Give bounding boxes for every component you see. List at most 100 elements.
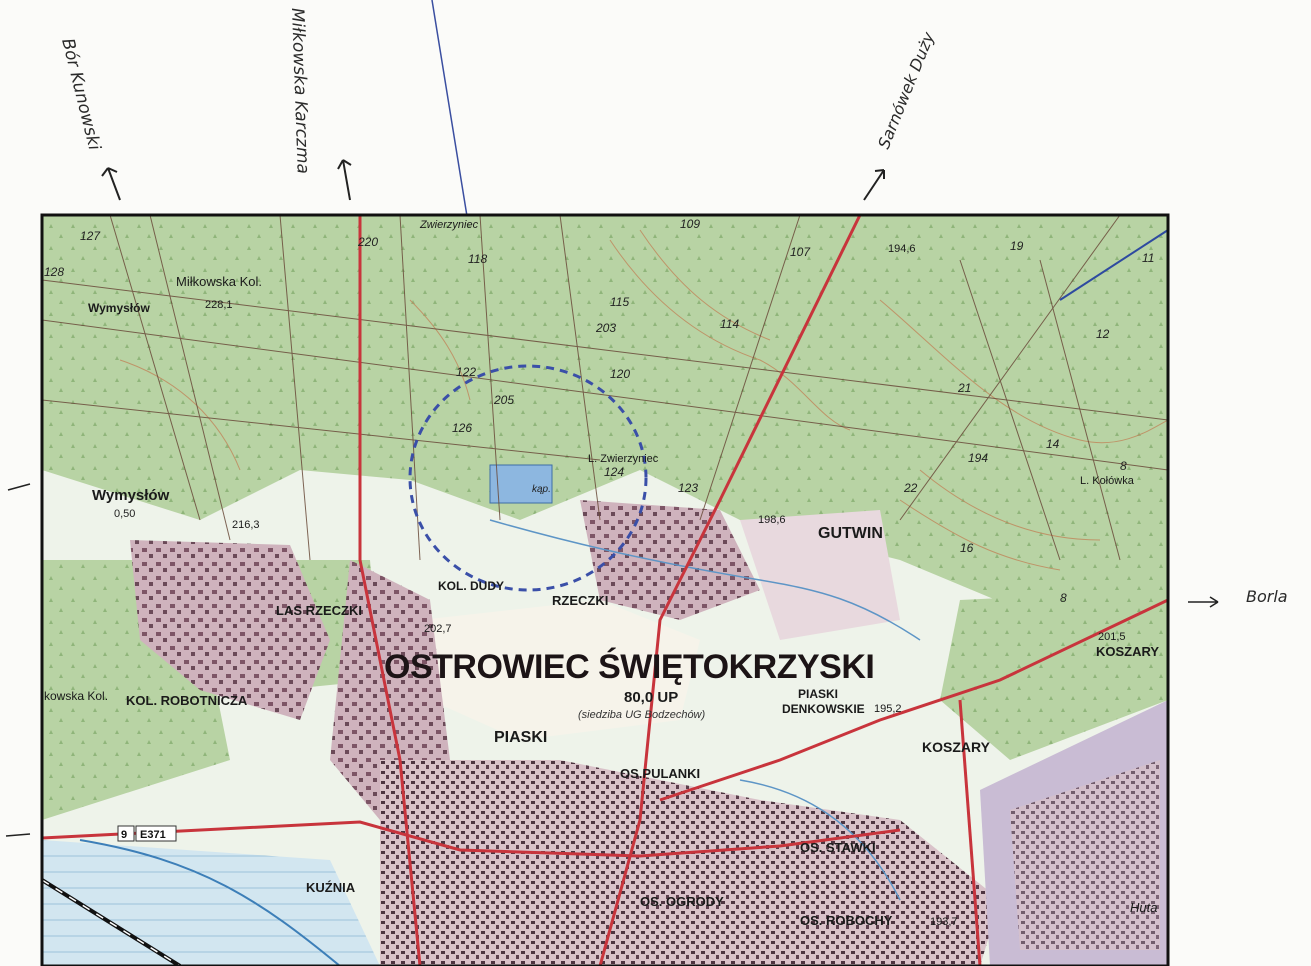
margin-label-borla: Borla bbox=[1246, 587, 1288, 606]
power-line bbox=[1059, 229, 1168, 301]
section-number: 120 bbox=[610, 367, 630, 381]
section-number: 8 bbox=[1120, 459, 1127, 473]
place-label: KOSZARY bbox=[1096, 644, 1159, 659]
place-label: kowska Kol. bbox=[44, 689, 108, 703]
section-number: 14 bbox=[1046, 437, 1060, 451]
margin-label-bor-kunowski: Bór Kunowski bbox=[57, 36, 104, 152]
section-number: 16 bbox=[960, 541, 974, 555]
place-label: KOSZARY bbox=[922, 739, 991, 755]
map-note: 0,50 bbox=[114, 508, 135, 520]
place-label: L. Kołówka bbox=[1080, 475, 1135, 487]
place-label: LAS RZECZKI bbox=[276, 603, 362, 618]
section-number: 128 bbox=[44, 265, 64, 279]
section-number: 123 bbox=[678, 481, 698, 495]
section-number: 203 bbox=[595, 321, 616, 335]
section-numbers: 127 128 220 118 109 107 19 11 115 203 11… bbox=[44, 217, 1154, 605]
place-label: PIASKI bbox=[494, 729, 547, 746]
arrow-icon bbox=[1188, 596, 1219, 608]
place-label: Miłkowska Kol. bbox=[176, 274, 262, 289]
elevation: 195,2 bbox=[874, 703, 902, 715]
place-label: Zwierzyniec bbox=[419, 219, 479, 231]
elevation: 193,7 bbox=[930, 916, 958, 928]
stream bbox=[489, 519, 921, 641]
elevation: 228,1 bbox=[205, 299, 233, 311]
margin-label-milkowska-karczma: Miłkowska Karczma bbox=[287, 7, 313, 174]
place-label: L. Zwierzyniec bbox=[588, 453, 659, 465]
map-frame bbox=[40, 213, 1170, 966]
elevation: 194,6 bbox=[888, 243, 916, 255]
city-name: OSTROWIEC ŚWIĘTOKRZYSKI bbox=[384, 648, 874, 686]
urban-area bbox=[330, 560, 450, 820]
place-label: Wymysłów bbox=[88, 301, 150, 315]
road-number-plate bbox=[117, 825, 135, 842]
elevation-labels: 228,1 216,3 201,5 198,6 195,2 194,6 193,… bbox=[205, 243, 1126, 928]
section-number: 220 bbox=[357, 235, 378, 249]
section-number: 126 bbox=[452, 421, 472, 435]
forest-area bbox=[42, 215, 1168, 610]
map-panel[interactable]: Miłkowska Kol. Wymysłów Wymysłów LAS RZE… bbox=[42, 215, 1168, 966]
place-label: KOL. DUDY bbox=[438, 579, 504, 593]
euro-road-number: E371 bbox=[140, 829, 166, 841]
urban-area bbox=[580, 500, 760, 620]
section-number: 194 bbox=[968, 451, 988, 465]
section-number: 122 bbox=[456, 365, 476, 379]
contour-lines bbox=[119, 229, 1168, 571]
river bbox=[79, 839, 341, 966]
arrow-icon bbox=[101, 167, 121, 201]
road-network bbox=[42, 215, 1168, 561]
place-label: OS. OGRODY bbox=[640, 894, 724, 909]
place-label: OS. ROBOCHY bbox=[800, 913, 893, 928]
tick-mark bbox=[5, 833, 31, 837]
industrial-area bbox=[1010, 760, 1160, 950]
pond-label: kąp. bbox=[532, 484, 551, 495]
station-label: 80,0 UP bbox=[624, 689, 678, 706]
arrow-icon bbox=[337, 159, 352, 201]
dashed-circle-marker bbox=[408, 364, 648, 592]
place-label: OS. STAWKI bbox=[800, 840, 876, 855]
stream bbox=[739, 779, 901, 901]
section-number: 107 bbox=[790, 245, 811, 259]
place-label: KOL. ROBOTNICZA bbox=[126, 693, 248, 708]
section-number: 8 bbox=[1060, 591, 1067, 605]
section-number: 11 bbox=[1142, 251, 1154, 265]
open-field bbox=[420, 600, 700, 740]
dense-urban-area bbox=[380, 760, 1000, 966]
urban-area bbox=[740, 510, 900, 640]
section-number: 19 bbox=[1010, 239, 1024, 253]
railway bbox=[42, 879, 181, 966]
place-label: Wymysłów bbox=[92, 487, 170, 504]
place-label: Huta bbox=[1130, 900, 1157, 915]
place-label: RZECZKI bbox=[552, 593, 608, 608]
place-label: GUTWIN bbox=[818, 525, 883, 542]
section-number: 114 bbox=[720, 317, 739, 331]
elevation: 216,3 bbox=[232, 519, 260, 531]
margin-label-sarnowek-duzy: Sarnówek Duży bbox=[874, 29, 938, 152]
section-number: 115 bbox=[610, 295, 629, 309]
section-number: 21 bbox=[957, 381, 971, 395]
forest-area bbox=[940, 590, 1168, 760]
elevation: 201,5 bbox=[1098, 631, 1126, 643]
section-number: 118 bbox=[468, 252, 487, 266]
place-labels: Miłkowska Kol. Wymysłów Wymysłów LAS RZE… bbox=[44, 219, 1159, 928]
place-label: DENKOWSKIE bbox=[782, 702, 865, 716]
urban-area bbox=[130, 540, 330, 720]
section-number: 205 bbox=[493, 393, 514, 407]
euro-road-plate bbox=[135, 825, 177, 842]
section-number: 12 bbox=[1096, 327, 1110, 341]
elevation: 198,6 bbox=[758, 514, 786, 526]
place-label: KUŹNIA bbox=[306, 880, 356, 895]
section-number: 127 bbox=[80, 229, 101, 243]
section-number: 109 bbox=[680, 217, 700, 231]
main-roads bbox=[42, 215, 1168, 966]
place-label: PIASKI bbox=[798, 687, 838, 701]
place-label: OS.PULANKI bbox=[620, 766, 700, 781]
road-number: 9 bbox=[121, 829, 127, 841]
tick-mark bbox=[7, 483, 31, 491]
pond bbox=[489, 464, 553, 504]
section-number: 124 bbox=[604, 465, 624, 479]
section-number: 22 bbox=[903, 481, 918, 495]
station-note: (siedziba UG Bodzechów) bbox=[578, 709, 706, 721]
elevation: 202,7 bbox=[424, 623, 452, 635]
arrow-icon bbox=[863, 169, 885, 201]
